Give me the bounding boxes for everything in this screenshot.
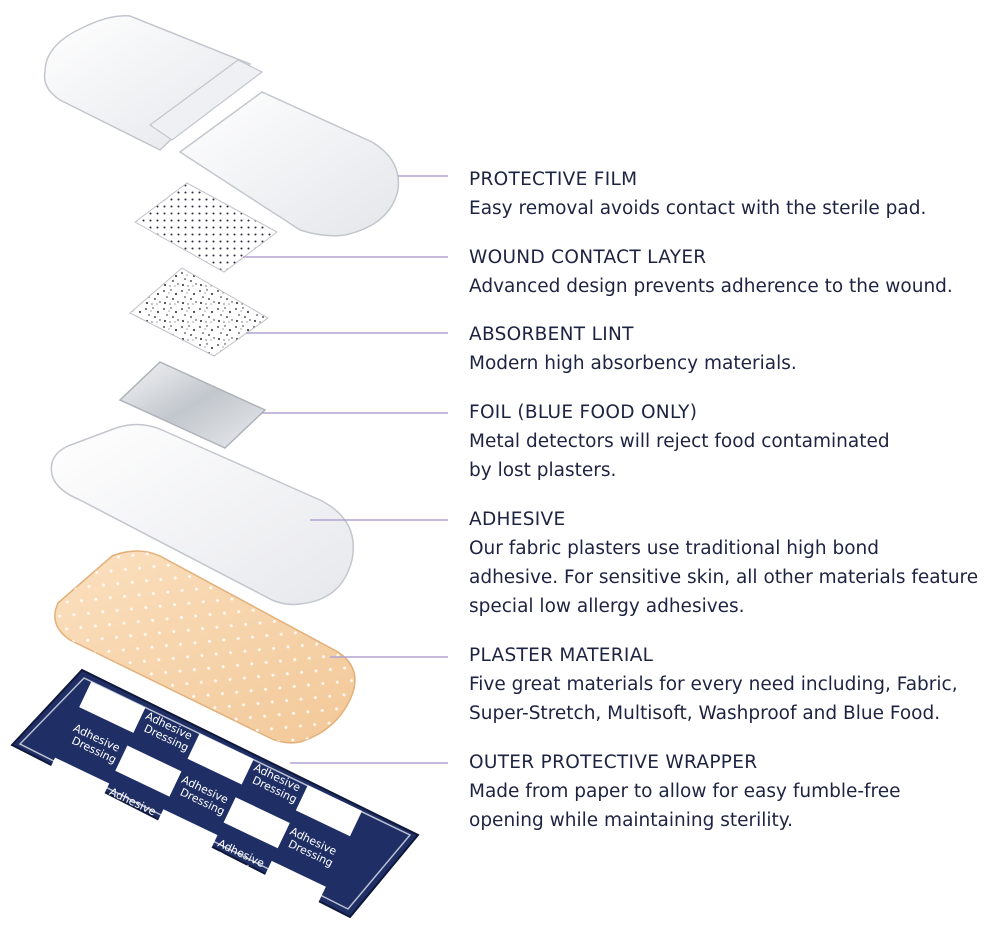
plaster-material-illustration (54, 550, 356, 744)
layer-description: Five great materials for every need incl… (469, 674, 958, 724)
layer-description: Modern high absorbency materials. (469, 353, 797, 374)
layer-description: Our fabric plasters use traditional high… (469, 538, 979, 617)
layer-title: ADHESIVE (469, 509, 566, 530)
label-absorbent-lint: ABSORBENT LINT Modern high absorbency ma… (469, 321, 979, 378)
layer-description: Advanced design prevents adherence to th… (469, 276, 953, 297)
absorbent-lint-illustration (129, 267, 269, 357)
layer-description: Metal detectors will reject food contami… (469, 431, 890, 481)
label-foil: FOIL (BLUE FOOD ONLY) Metal detectors wi… (469, 399, 979, 485)
layer-description: Easy removal avoids contact with the ste… (469, 198, 927, 219)
leader-lines (243, 175, 448, 764)
layer-title: OUTER PROTECTIVE WRAPPER (469, 752, 758, 773)
outer-wrapper-illustration: Adhesive Dressing Adhesive Dressing Adhe… (10, 668, 420, 919)
label-protective-film: PROTECTIVE FILM Easy removal avoids cont… (469, 166, 979, 223)
adhesive-illustration (50, 423, 354, 606)
layer-title: FOIL (BLUE FOOD ONLY) (469, 402, 698, 423)
layer-title: PLASTER MATERIAL (469, 645, 654, 666)
label-wound-contact-layer: WOUND CONTACT LAYER Advanced design prev… (469, 244, 979, 301)
label-plaster-material: PLASTER MATERIAL Five great materials fo… (469, 642, 979, 728)
layer-title: WOUND CONTACT LAYER (469, 247, 707, 268)
label-adhesive: ADHESIVE Our fabric plasters use traditi… (469, 506, 979, 621)
layer-title: PROTECTIVE FILM (469, 169, 638, 190)
foil-illustration (118, 361, 267, 449)
layer-description: Made from paper to allow for easy fumble… (469, 781, 901, 831)
layer-title: ABSORBENT LINT (469, 324, 634, 345)
label-outer-protective-wrapper: OUTER PROTECTIVE WRAPPER Made from paper… (469, 749, 979, 835)
wound-contact-layer-illustration (134, 182, 278, 273)
protective-film-illustration (43, 15, 400, 237)
